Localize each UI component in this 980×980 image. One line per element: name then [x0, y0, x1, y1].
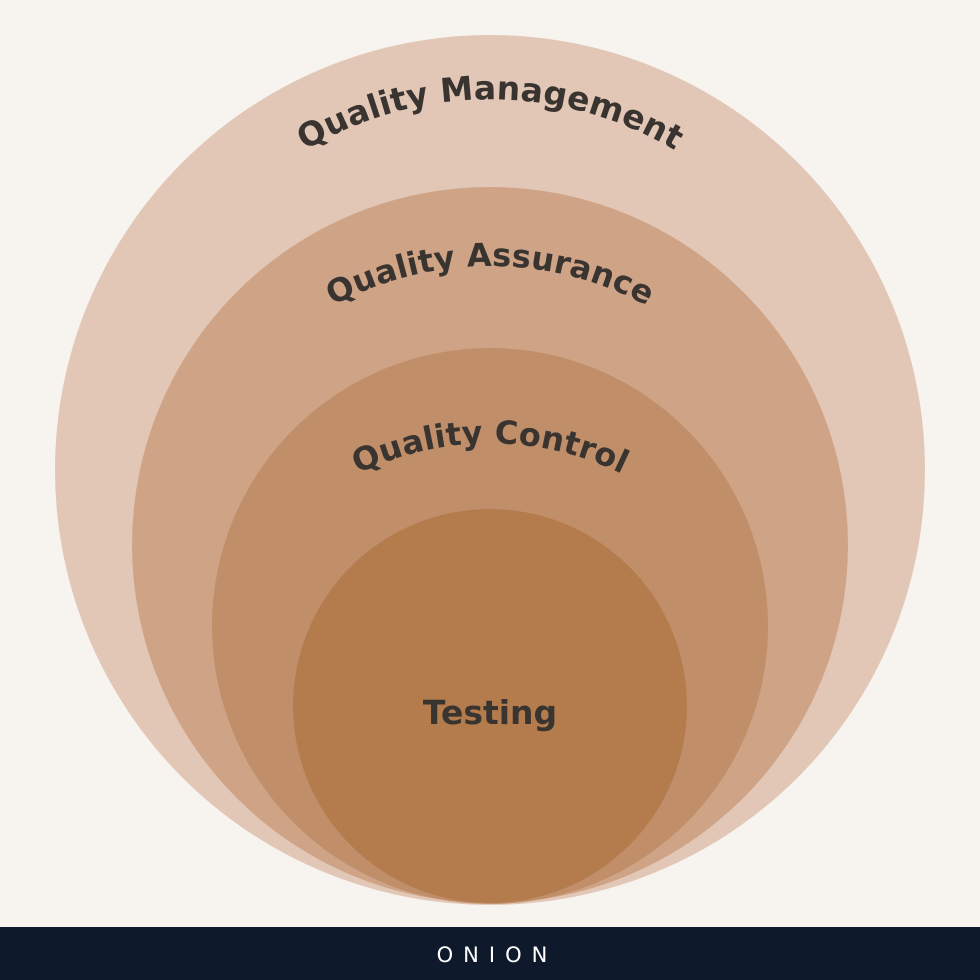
footer-bar: [0, 927, 980, 980]
testing-circle: [293, 509, 687, 903]
onion-logo: ONION: [437, 943, 558, 967]
testing-label: Testing: [423, 693, 557, 732]
brand-wordmark: ONION: [437, 943, 558, 967]
